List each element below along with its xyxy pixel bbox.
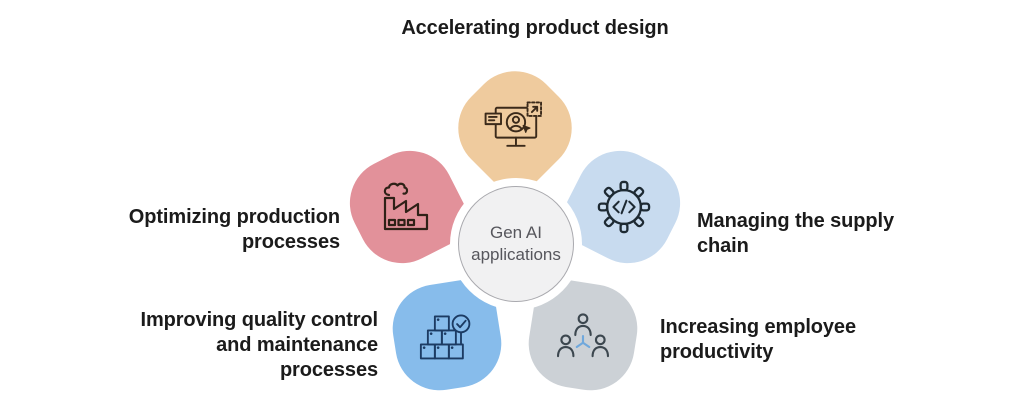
petal-improving-quality-control: [386, 275, 508, 397]
factory-icon: [379, 181, 433, 233]
center-title-line1: Gen AI: [490, 223, 542, 242]
petal-optimizing-production-processes: [334, 135, 478, 279]
label-line: Increasing employee: [660, 316, 856, 338]
petal-accelerating-product-design: [440, 53, 590, 203]
label-line: Managing the supply: [697, 210, 894, 232]
label-increasing-employee-productivity: Increasing employee productivity: [660, 315, 910, 365]
petal-managing-the-supply-chain: [552, 135, 696, 279]
label-improving-quality-control: Improving quality control and maintenanc…: [136, 308, 378, 383]
label-line: chain: [697, 235, 749, 257]
label-line: Optimizing production: [128, 206, 340, 228]
gear-code-icon: [597, 180, 651, 234]
center-circle: Gen AI applications: [458, 186, 574, 302]
label-line: Accelerating product design: [401, 17, 669, 39]
label-line: processes: [279, 359, 378, 381]
monitor-product-design-icon: [484, 101, 546, 155]
label-line: Improving quality control: [140, 309, 378, 331]
label-optimizing-production-processes: Optimizing production processes: [98, 205, 340, 255]
boxes-check-icon: [419, 312, 475, 361]
center-title-line2: applications: [471, 245, 561, 264]
people-network-icon: [556, 312, 610, 360]
petal-increasing-employee-productivity: [522, 275, 644, 397]
label-line: and maintenance: [216, 334, 378, 356]
label-managing-the-supply-chain: Managing the supply chain: [697, 209, 927, 259]
label-line: productivity: [660, 341, 774, 363]
label-line: processes: [241, 231, 340, 253]
label-accelerating-product-design: Accelerating product design: [335, 16, 735, 41]
